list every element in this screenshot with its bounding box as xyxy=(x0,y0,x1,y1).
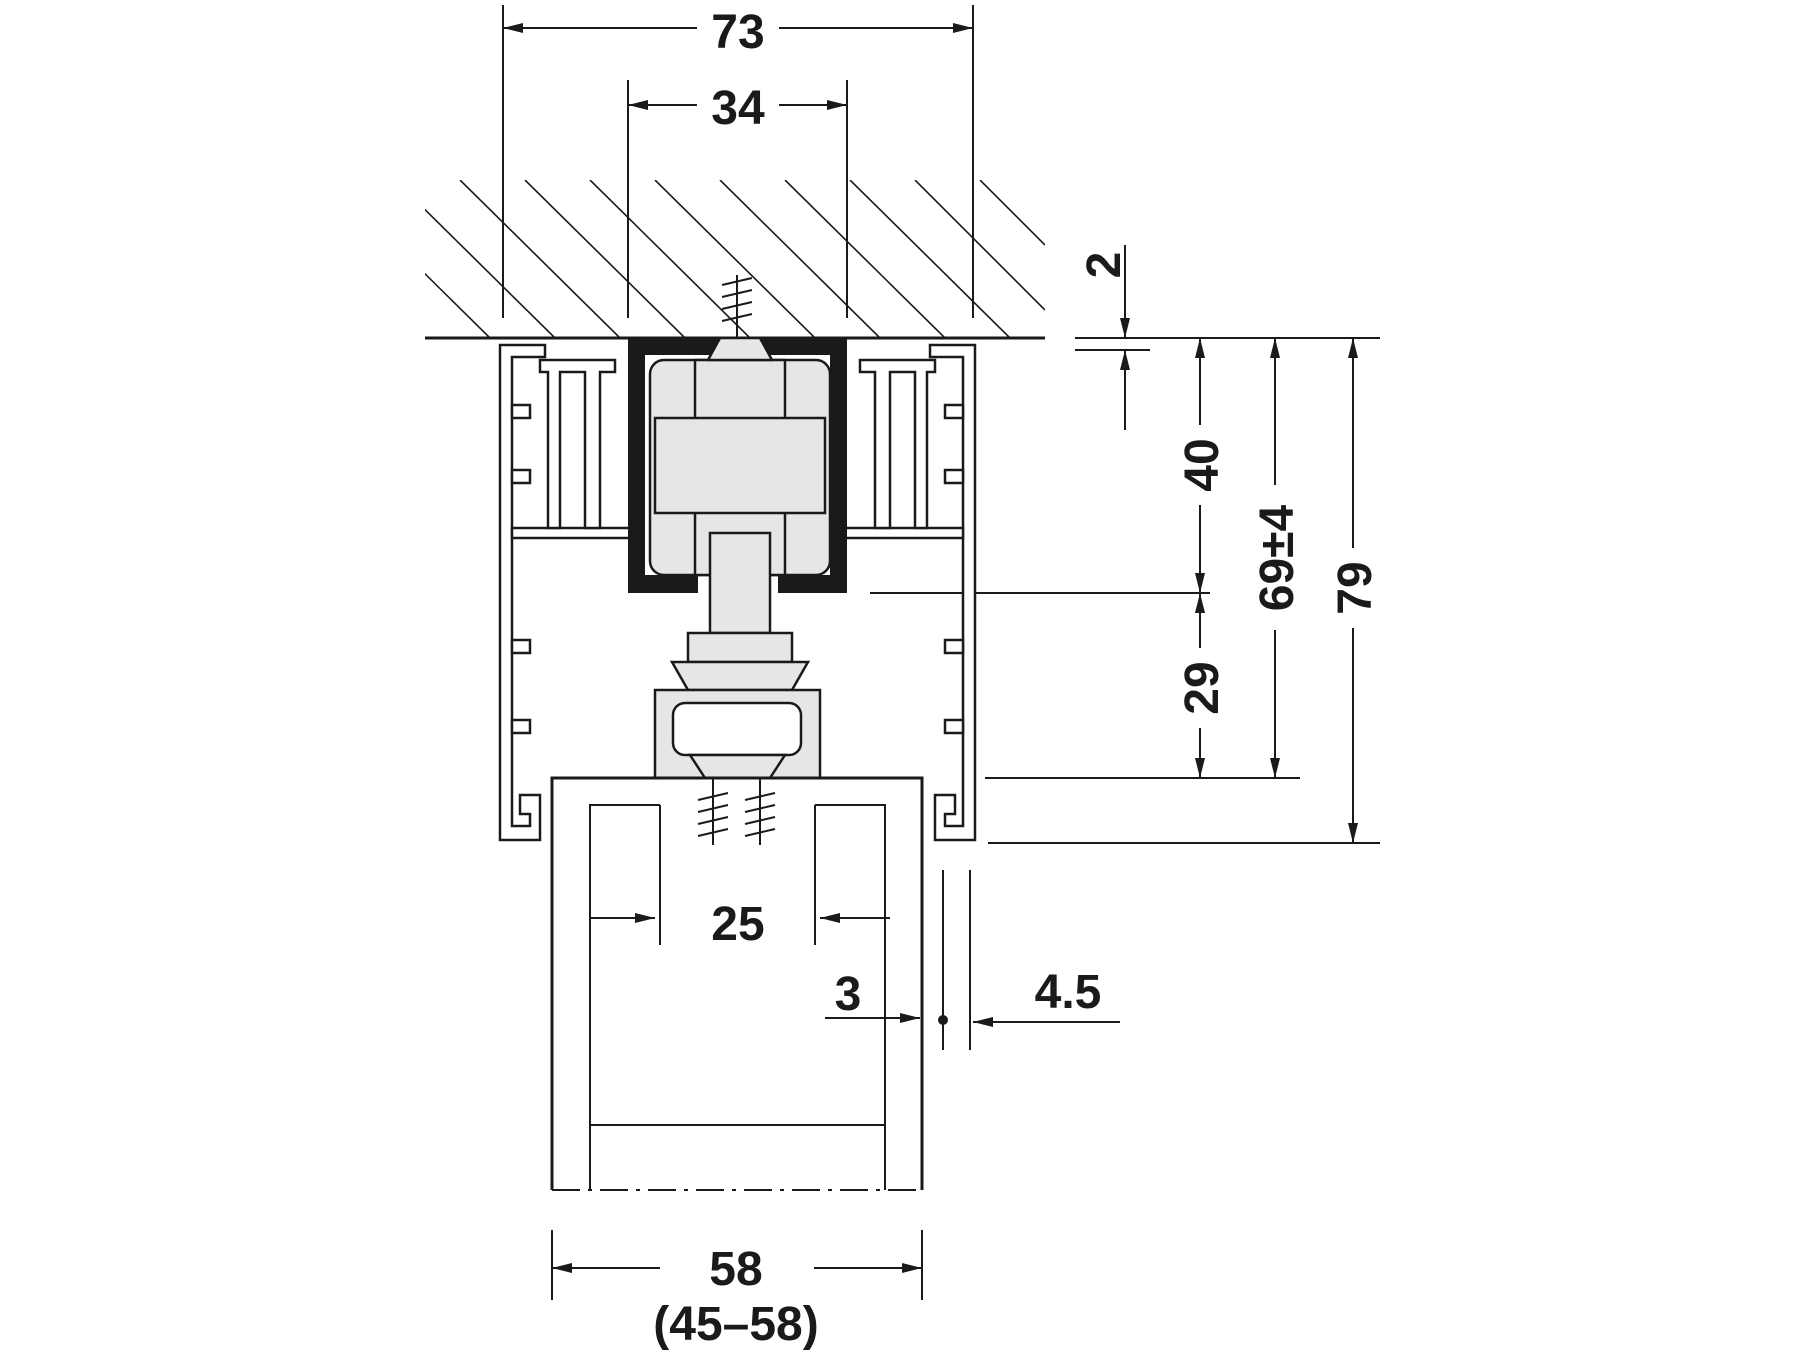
track-right-shelf xyxy=(843,526,965,540)
dimension-lower-height: 29 xyxy=(1172,593,1229,778)
door-thickness-range-label: (45–58) xyxy=(653,1298,818,1350)
track-left-ribs xyxy=(510,403,532,735)
bracket-lower-taper xyxy=(687,753,788,780)
ceiling xyxy=(425,180,1045,340)
door-outline xyxy=(550,776,924,1190)
door-screws xyxy=(697,778,776,845)
dimension-outer-offset: 4.5 xyxy=(938,966,1120,1027)
ceiling-screw xyxy=(721,275,753,338)
dimension-overall-width: 73 xyxy=(503,0,973,59)
track-right-channel xyxy=(858,358,937,530)
total-height-label: 79 xyxy=(1329,561,1382,614)
dimension-gap: 2 xyxy=(1078,245,1131,430)
track-profile xyxy=(498,343,977,842)
door-inner-left xyxy=(589,804,660,1190)
runner-carriage xyxy=(628,336,847,780)
dimension-screw-spacing: 25 xyxy=(590,805,890,951)
runner-bearing xyxy=(653,416,827,515)
upper-height-label: 40 xyxy=(1176,438,1229,491)
track-right-ribs xyxy=(943,403,965,735)
adjuster-nut xyxy=(686,631,794,664)
bracket-slot xyxy=(671,701,803,757)
track-left-channel xyxy=(538,358,617,530)
adjustable-height-label: 69±4 xyxy=(1251,504,1304,611)
adjuster-nut-lower xyxy=(669,660,811,692)
door-panel xyxy=(550,776,924,1191)
dimension-upper-height: 40 xyxy=(1172,338,1229,593)
track-left-shelf xyxy=(510,526,632,540)
outer-offset-label: 4.5 xyxy=(1035,966,1102,1019)
door-thickness-label: 58 xyxy=(709,1243,762,1296)
screw-spacing-label: 25 xyxy=(711,898,764,951)
runner-top-stud xyxy=(705,336,775,362)
door-inner-right xyxy=(815,804,886,1190)
inner-offset-label: 3 xyxy=(835,968,862,1021)
dimension-door-thickness: 58 (45–58) xyxy=(552,1238,922,1350)
hanger-width-label: 34 xyxy=(711,82,765,135)
overall-width-label: 73 xyxy=(711,6,764,59)
extension-lines xyxy=(502,5,1380,1300)
lower-height-label: 29 xyxy=(1176,661,1229,714)
runner-stem xyxy=(708,531,772,635)
dimension-adjustable-height: 69±4 xyxy=(1247,338,1304,778)
gap-label: 2 xyxy=(1078,252,1131,279)
dimension-inner-offset: 3 xyxy=(825,968,920,1023)
dimension-hanger-width: 34 xyxy=(628,78,847,135)
dimension-total-height: 79 xyxy=(1325,338,1382,843)
pivot-point xyxy=(938,1015,948,1025)
ceiling-hatching xyxy=(425,180,1045,338)
